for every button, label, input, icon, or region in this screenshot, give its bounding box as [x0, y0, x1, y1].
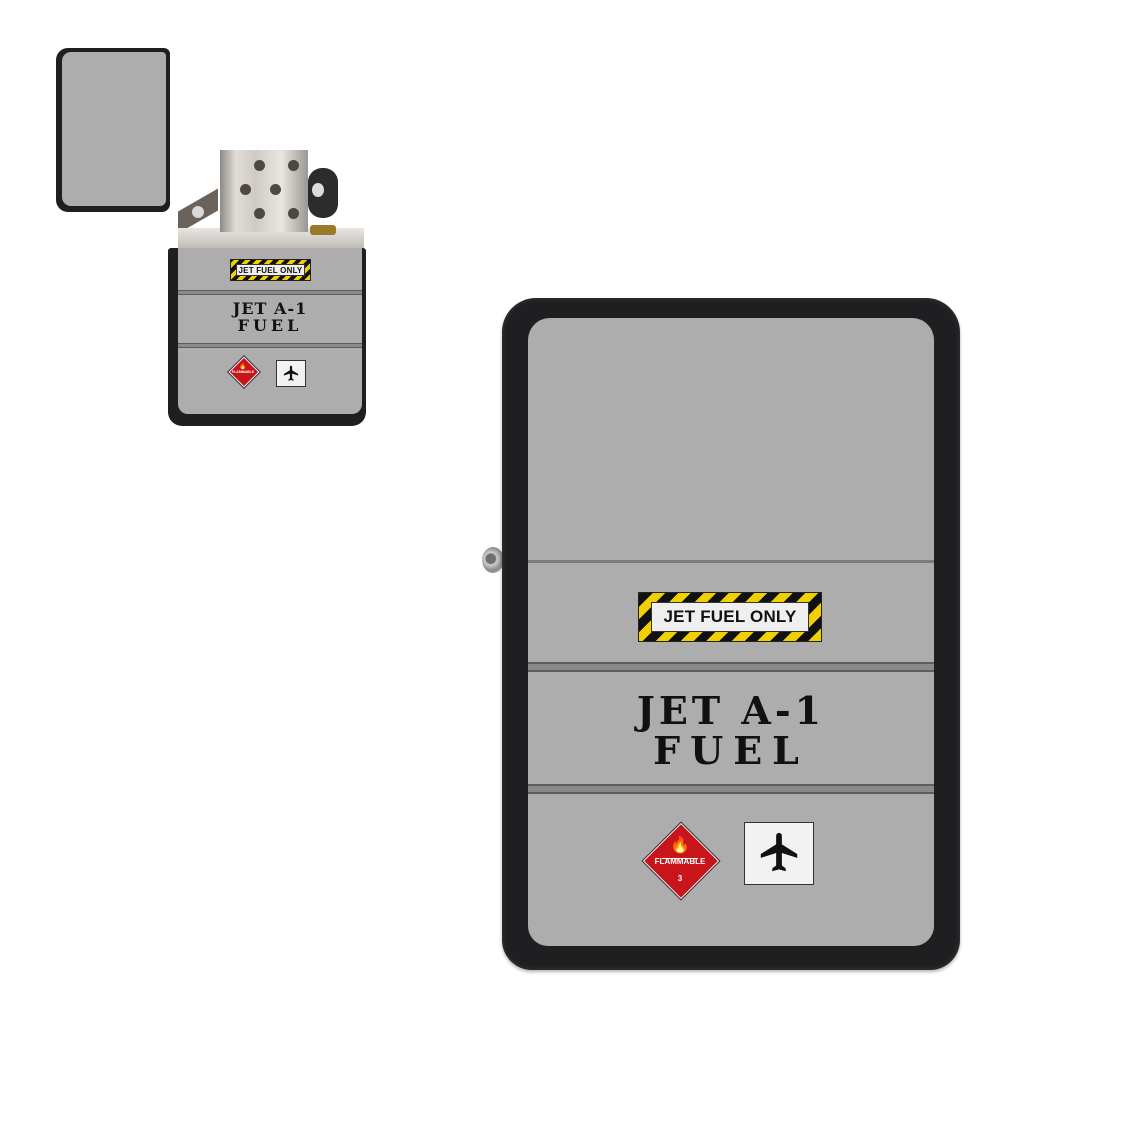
chimney-hole-icon [288, 160, 299, 171]
warning-label-text: JET FUEL ONLY [651, 602, 809, 632]
title-line-1: JET A-1 [232, 299, 308, 318]
flame-icon: 🔥 [239, 364, 247, 370]
placard-text: FLAMMABLE [654, 857, 706, 866]
title-line-1: JET A-1 [636, 688, 826, 733]
title-line-2: FUEL [237, 316, 303, 335]
airplane-sign [276, 360, 306, 387]
flame-icon: 🔥 [670, 837, 690, 854]
chimney-hole-icon [288, 208, 299, 219]
placard-underline [662, 858, 698, 859]
divider-groove [178, 343, 362, 348]
lid-seam [528, 560, 934, 563]
divider-groove [528, 784, 934, 794]
wheel-rivet-icon [312, 183, 324, 197]
chimney-hole-icon [270, 184, 281, 195]
flint-screw [310, 225, 336, 235]
hinge-icon [482, 547, 504, 573]
chimney-hole-icon [240, 184, 251, 195]
title-line-2: FUEL [653, 728, 809, 773]
flammable-placard: 🔥 FLAMMABLE [227, 355, 261, 389]
chimney-hole-icon [254, 160, 265, 171]
chimney-insert [220, 150, 308, 232]
divider-groove [528, 662, 934, 672]
placard-class-number: 3 [677, 874, 683, 883]
cam-rivet-icon [192, 206, 204, 218]
airplane-sign [744, 822, 814, 885]
lighter-lid-face [62, 52, 166, 206]
jet-fuel-only-label: JET FUEL ONLY [638, 592, 822, 642]
chimney-hole-icon [254, 208, 265, 219]
flammable-placard: 🔥 FLAMMABLE 3 [641, 821, 721, 901]
divider-groove [178, 290, 362, 295]
airplane-icon [283, 365, 299, 381]
airplane-icon [760, 832, 798, 871]
jet-fuel-only-label: JET FUEL ONLY [230, 259, 311, 281]
warning-label-text: JET FUEL ONLY [236, 264, 305, 276]
placard-text: FLAMMABLE [231, 370, 255, 374]
